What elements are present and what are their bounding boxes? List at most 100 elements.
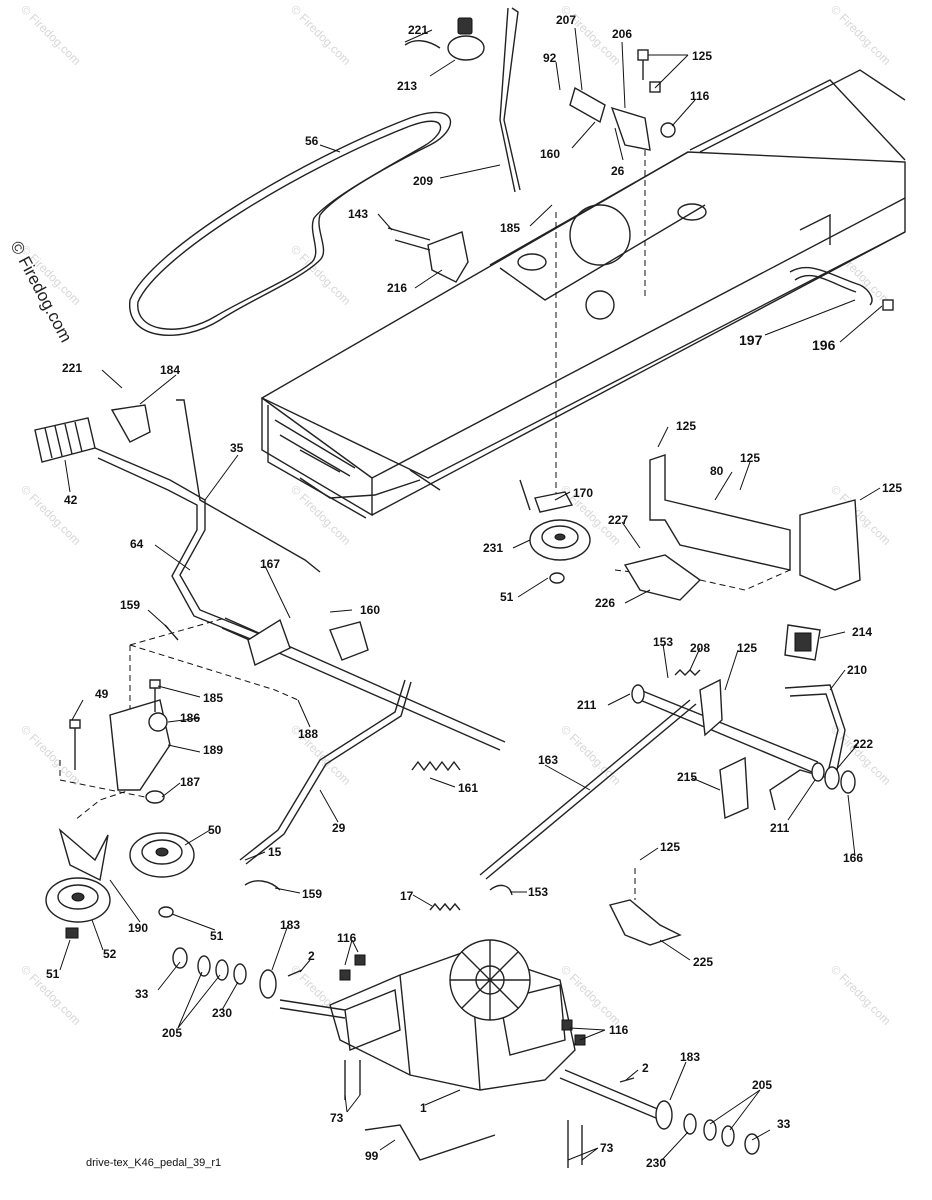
- callout-160-top: 160: [540, 147, 560, 161]
- washer-205-right-a: [703, 1119, 717, 1141]
- bracket-225: [608, 899, 682, 946]
- callout-230-left: 230: [212, 1006, 232, 1020]
- callout-226: 226: [595, 596, 615, 610]
- callout-163: 163: [538, 753, 558, 767]
- callout-159-bottom: 159: [302, 887, 322, 901]
- callout-187: 187: [180, 775, 200, 789]
- callout-221-top: 221: [408, 23, 428, 37]
- callout-125-bracket-mid: 125: [740, 451, 760, 465]
- callout-2-right: 2: [642, 1061, 649, 1075]
- callout-64: 64: [130, 537, 144, 551]
- bracket-167: [247, 618, 291, 666]
- nut-51-mid: [158, 906, 174, 918]
- callout-186: 186: [180, 711, 200, 725]
- knob-213: [447, 17, 485, 61]
- callout-184: 184: [160, 363, 180, 377]
- callout-214: 214: [852, 625, 872, 639]
- bar-197: [789, 266, 873, 306]
- washer-222: [824, 766, 840, 790]
- nut-116-a: [339, 969, 351, 981]
- washer-211-left: [631, 684, 645, 704]
- callout-52: 52: [103, 947, 117, 961]
- clip-221-top: [404, 40, 441, 49]
- callout-190: 190: [128, 921, 148, 935]
- grip-42: [34, 417, 96, 463]
- bolt-196: [882, 299, 894, 311]
- nut-116-b: [354, 954, 366, 966]
- callout-205-left: 205: [162, 1026, 182, 1040]
- nut-116-c: [561, 1019, 573, 1031]
- bracket-216: [427, 231, 469, 283]
- callout-73-left: 73: [330, 1111, 344, 1125]
- callout-125-pedal: 125: [737, 641, 757, 655]
- washer-205-left-a: [215, 959, 229, 981]
- callout-185-top: 185: [500, 221, 520, 235]
- washer-205-left-b: [197, 955, 211, 977]
- callout-125-bracket: 125: [676, 419, 696, 433]
- callout-143: 143: [348, 207, 368, 221]
- callout-183-right: 183: [680, 1050, 700, 1064]
- callout-51-right: 51: [500, 590, 514, 604]
- callout-125-top: 125: [692, 49, 712, 63]
- callout-207: 207: [556, 13, 576, 27]
- washer-205-right-b: [721, 1125, 735, 1147]
- nut-51-left: [65, 927, 79, 939]
- callout-125-225: 125: [660, 840, 680, 854]
- bolts-73-left: [344, 1060, 361, 1100]
- diagram-caption: drive-tex_K46_pedal_39_r1: [86, 1157, 221, 1169]
- callout-166: 166: [843, 851, 863, 865]
- callout-225: 225: [693, 955, 713, 969]
- callout-2-left: 2: [308, 949, 315, 963]
- watermark-tile: © Firedog.com: [18, 722, 84, 788]
- callout-51-left: 51: [46, 967, 60, 981]
- callout-116-right: 116: [609, 1023, 629, 1037]
- callout-labels: 221 213 207 206 125 92 116 56 160 26 209…: [46, 13, 902, 1170]
- callout-50: 50: [208, 823, 222, 837]
- washer-33-left: [172, 947, 188, 969]
- pulley-231: [529, 519, 591, 561]
- callout-215: 215: [677, 770, 697, 784]
- callout-231: 231: [483, 541, 503, 555]
- transaxle: [279, 939, 661, 1119]
- bolt-49: [69, 719, 81, 770]
- callout-153-top: 153: [653, 635, 673, 649]
- callout-17: 17: [400, 889, 414, 903]
- callout-170: 170: [573, 486, 593, 500]
- rod-29: [239, 679, 412, 865]
- callout-205-right: 205: [752, 1078, 772, 1092]
- callout-92: 92: [543, 51, 557, 65]
- callout-197: 197: [739, 332, 763, 348]
- callout-49: 49: [95, 687, 109, 701]
- collar-183-left: [259, 969, 277, 999]
- chassis-frame: [260, 69, 906, 519]
- bracket-226: [623, 554, 702, 601]
- washer-211-right: [811, 762, 825, 782]
- bracket-80-right: [799, 499, 861, 591]
- washer-230-left: [233, 963, 247, 985]
- spacer-186: [148, 712, 168, 732]
- nut-116-top: [660, 122, 676, 138]
- callout-26: 26: [611, 164, 625, 178]
- callout-99: 99: [365, 1149, 379, 1163]
- callout-208: 208: [690, 641, 710, 655]
- spring-17: [429, 902, 461, 912]
- callout-160-mid: 160: [360, 603, 380, 617]
- clip-153-bottom: [489, 884, 513, 896]
- callout-167: 167: [260, 557, 280, 571]
- callout-185-left: 185: [203, 691, 223, 705]
- callout-189: 189: [203, 743, 223, 757]
- callout-1: 1: [420, 1101, 427, 1115]
- watermark-tile: © Firedog.com: [18, 2, 84, 68]
- key-2-right: [619, 1077, 635, 1083]
- leader-lines: [59, 27, 883, 1161]
- washer-187: [145, 790, 165, 804]
- collar-183-right: [655, 1100, 673, 1130]
- callout-211-left: 211: [577, 698, 597, 712]
- callout-196: 196: [812, 337, 836, 353]
- callout-56: 56: [305, 134, 319, 148]
- watermark-tile: © Firedog.com: [828, 962, 894, 1028]
- pedal-arm-208: [699, 678, 723, 737]
- key-2-left: [287, 969, 303, 977]
- callout-159-top: 159: [120, 598, 140, 612]
- callout-210: 210: [847, 663, 867, 677]
